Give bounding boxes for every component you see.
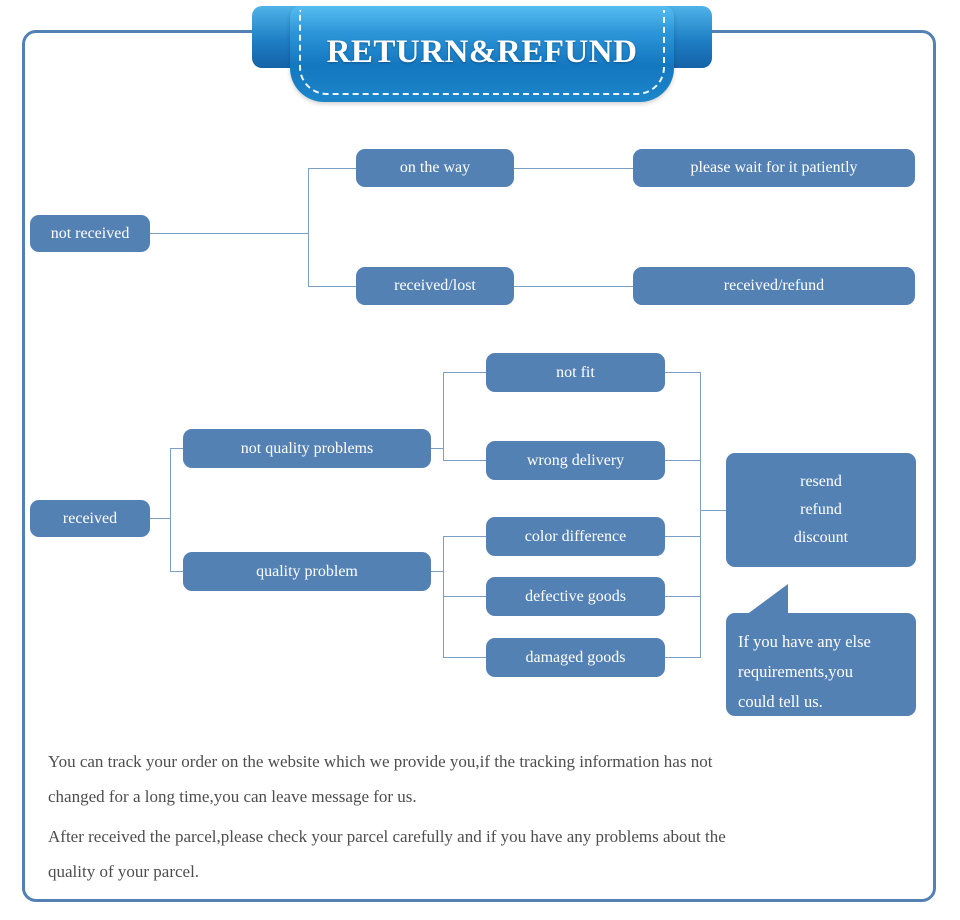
note-inspection: After received the parcel,please check y… xyxy=(48,820,918,890)
note-inspection-line-1: After received the parcel,please check y… xyxy=(48,827,726,846)
note-tracking: You can track your order on the website … xyxy=(48,745,918,815)
node-received-refund[interactable]: received/refund xyxy=(633,267,915,305)
resolution-line-refund: refund xyxy=(800,501,842,518)
connector-spine-to-quality xyxy=(170,571,183,572)
connector-damaged-goods-to-merge xyxy=(665,657,701,658)
connector-spine-to-not-quality xyxy=(170,448,183,449)
speech-bubble: If you have any else requirements,you co… xyxy=(726,613,916,716)
node-received-lost[interactable]: received/lost xyxy=(356,267,514,305)
node-received[interactable]: received xyxy=(30,500,150,537)
connector-received-to-spine xyxy=(150,518,171,519)
note-inspection-line-2: quality of your parcel. xyxy=(48,861,200,881)
connector-merge-to-resolution xyxy=(700,510,726,511)
node-wrong-delivery[interactable]: wrong delivery xyxy=(486,441,665,480)
node-not-received[interactable]: not received xyxy=(30,215,150,252)
connector-spine-to-wrong-delivery xyxy=(443,460,486,461)
connector-color-difference-to-merge xyxy=(665,536,701,537)
banner-title: RETURN&REFUND xyxy=(326,34,638,70)
node-not-fit[interactable]: not fit xyxy=(486,353,665,392)
node-please-wait[interactable]: please wait for it patiently xyxy=(633,149,915,187)
connector-spine-to-color-difference xyxy=(443,536,486,537)
connector-spine-to-on-the-way xyxy=(308,168,356,169)
connector-spine-to-received-lost xyxy=(308,286,356,287)
connector-defective-goods-to-merge xyxy=(665,596,701,597)
node-on-the-way[interactable]: on the way xyxy=(356,149,514,187)
connector-spine-to-defective-goods xyxy=(443,596,486,597)
resolution-line-discount: discount xyxy=(793,529,849,546)
note-tracking-line-2: changed for a long time,you can leave me… xyxy=(48,786,417,806)
banner: RETURN&REFUND xyxy=(252,0,712,110)
node-not-quality-problems[interactable]: not quality problems xyxy=(183,429,431,468)
node-quality-problem[interactable]: quality problem xyxy=(183,552,431,591)
connector-received-spine xyxy=(170,448,171,572)
node-defective-goods[interactable]: defective goods xyxy=(486,577,665,616)
bubble-line-2: requirements,you xyxy=(738,662,854,682)
connector-not-received-spine xyxy=(308,168,309,286)
connector-spine-to-damaged-goods xyxy=(443,657,486,658)
node-resolution[interactable]: resend refund discount xyxy=(726,453,916,567)
bubble-line-1: If you have any else xyxy=(738,632,871,651)
connector-quality-to-spine xyxy=(431,571,443,572)
connector-not-received-to-spine xyxy=(150,233,308,234)
banner-panel: RETURN&REFUND xyxy=(290,6,674,102)
banner-dashed-border xyxy=(299,10,665,95)
connector-wrong-delivery-to-merge xyxy=(665,460,701,461)
resolution-line-resend: resend xyxy=(800,473,842,490)
connector-on-the-way-to-outcome xyxy=(514,168,633,169)
connector-spine-to-not-fit xyxy=(443,372,486,373)
node-damaged-goods[interactable]: damaged goods xyxy=(486,638,665,677)
note-tracking-line-1: You can track your order on the website … xyxy=(48,752,713,771)
connector-received-lost-to-outcome xyxy=(514,286,633,287)
speech-bubble-tail xyxy=(742,584,788,618)
node-color-difference[interactable]: color difference xyxy=(486,517,665,556)
bubble-line-3: could tell us. xyxy=(738,692,823,712)
connector-not-quality-spine xyxy=(443,372,444,460)
connector-not-quality-to-spine xyxy=(431,448,443,449)
connector-merge-spine xyxy=(700,372,701,658)
connector-not-fit-to-merge xyxy=(665,372,701,373)
